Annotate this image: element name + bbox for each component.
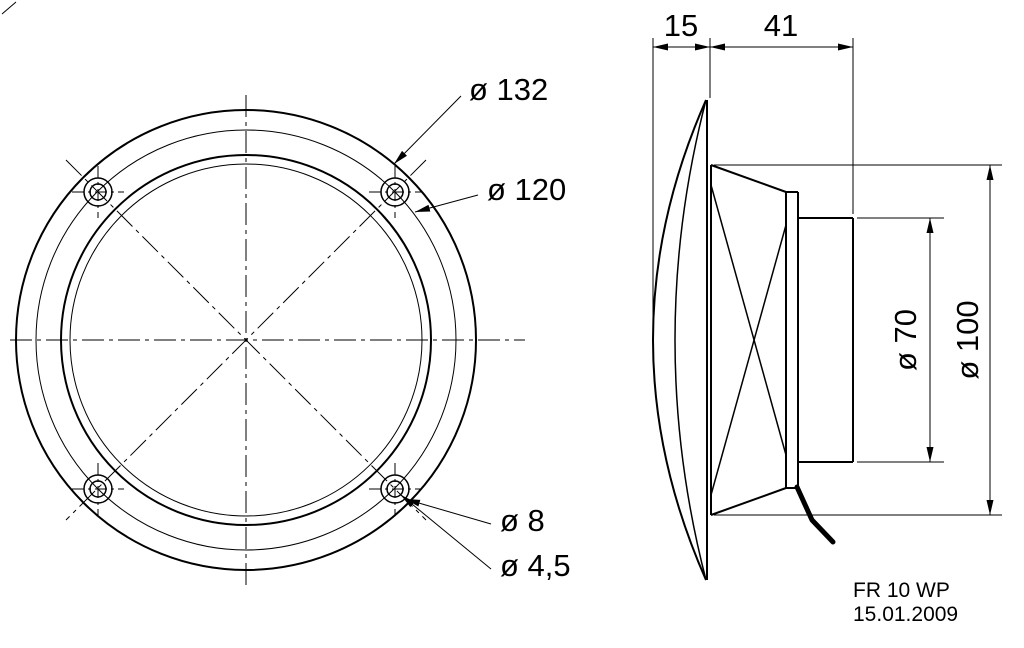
dim-label-counterbore: ø 8 (500, 503, 545, 538)
depth-dimensions: 15 41 (652, 8, 854, 332)
gasket-outer-profile (652, 99, 707, 581)
callout-mounting-hole: ø 4,5 (400, 494, 571, 583)
dim-label-outer-flange: ø 132 (469, 72, 548, 107)
mounting-hole-top-right (369, 166, 421, 218)
callout-outer-flange: ø 132 (393, 72, 548, 165)
leader-line (393, 95, 462, 165)
dim-label-front-depth: 15 (664, 8, 698, 43)
leader-line (414, 194, 479, 213)
basket-outline-top (710, 164, 787, 193)
title-block: FR 10 WP 15.01.2009 (853, 579, 958, 626)
leader-line (400, 494, 492, 570)
callout-counterbore: ø 8 (404, 498, 545, 538)
outer-flange-circle (15, 109, 477, 571)
rear-plate (785, 191, 799, 489)
magnet-diameter-dimension: ø 70 (857, 217, 944, 463)
center-lines (10, 95, 525, 588)
front-view: ø 132 ø 120 ø 8 ø 4,5 (10, 72, 571, 588)
dim-label-body-depth: 41 (764, 8, 798, 43)
drawing-date: 15.01.2009 (853, 603, 958, 626)
mounting-hole-bottom-right (369, 463, 421, 515)
centerline-diagonal-trbl (65, 159, 427, 521)
dim-label-mounting-hole: ø 4,5 (500, 548, 571, 583)
gasket-inner-circle (69, 163, 423, 517)
mounting-hole-top-left (72, 166, 124, 218)
product-name: FR 10 WP (853, 579, 950, 602)
dim-label-bolt-circle: ø 120 (487, 172, 566, 207)
corner-mark (1, 1, 17, 15)
dim-label-basket-diameter: ø 100 (950, 300, 985, 379)
terminal-wire (794, 484, 836, 545)
callout-bolt-circle: ø 120 (414, 172, 566, 213)
gasket-inner-profile (674, 99, 707, 581)
cone-section-line-1 (710, 184, 787, 456)
basket-outline-bottom (710, 487, 787, 516)
dimensions: 15 41 ø 70 ø 100 (652, 8, 1002, 516)
leader-line (404, 498, 492, 525)
basket-diameter-dimension: ø 100 (714, 164, 1002, 516)
cone-section-line-2 (710, 224, 787, 496)
mounting-hole-bottom-left (72, 463, 124, 515)
bolt-circle (35, 129, 457, 551)
magnet (798, 217, 854, 463)
dim-label-magnet-diameter: ø 70 (888, 309, 923, 371)
cone-opening-circle (60, 154, 432, 526)
side-view (652, 99, 854, 581)
